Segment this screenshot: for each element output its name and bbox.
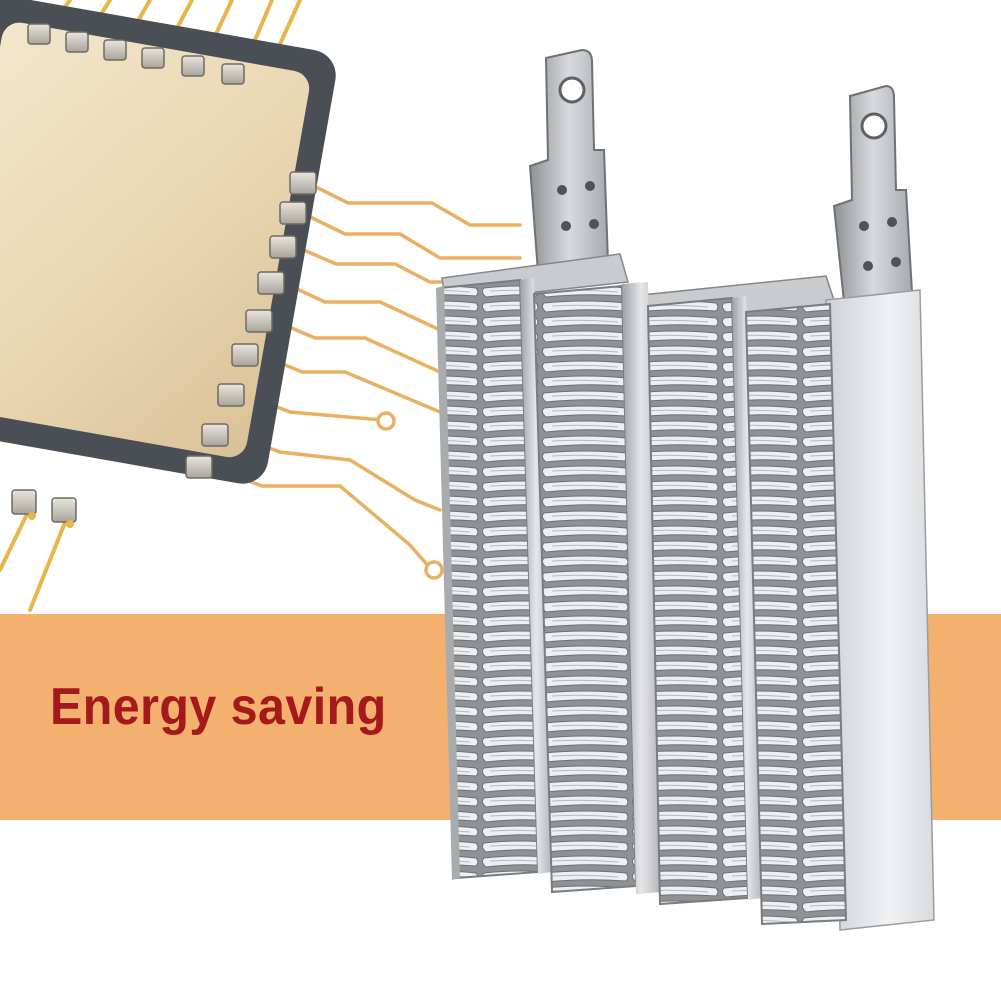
- terminal-tab-left: [528, 48, 610, 274]
- headline-text: Energy saving: [50, 678, 387, 736]
- circuit-traces: [206, 183, 522, 570]
- terminal-tab-right: [832, 84, 914, 304]
